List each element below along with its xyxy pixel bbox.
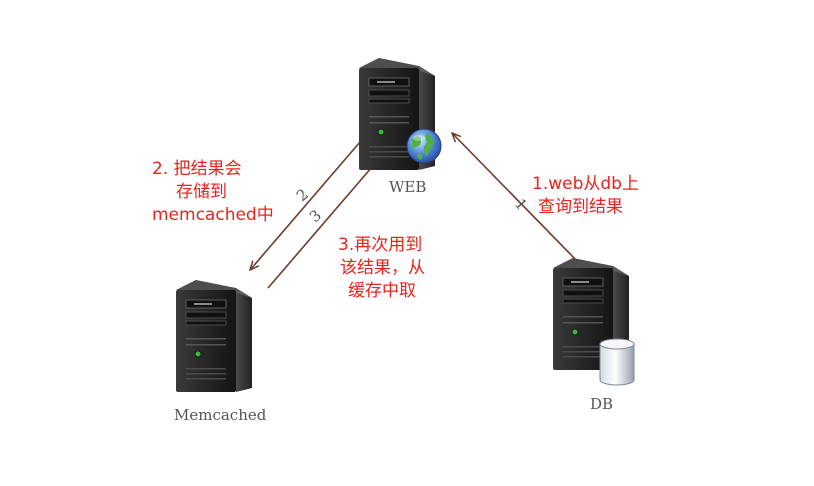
- memcached-label: Memcached: [174, 406, 267, 424]
- annotation-reuse: 3.再次用到 该结果，从 缓存中取: [338, 234, 425, 303]
- annotation-query: 1.web从db上 查询到结果: [532, 173, 639, 219]
- arrow-web-to-memcached: [250, 141, 361, 270]
- annotation-query-line2: 查询到结果: [538, 197, 623, 217]
- web-label: WEB: [389, 178, 427, 196]
- arrow-number-3: 3: [306, 206, 325, 226]
- database-icon: [599, 338, 635, 386]
- globe-icon: [406, 128, 442, 164]
- annotation-store-line2: 存储到: [176, 182, 227, 202]
- annotation-store-line1: 2. 把结果会: [152, 159, 242, 179]
- annotation-store: 2. 把结果会 存储到 memcached中: [152, 158, 274, 227]
- db-label: DB: [590, 395, 614, 413]
- annotation-reuse-line2: 该结果，从: [340, 258, 425, 278]
- annotation-reuse-line1: 3.再次用到: [338, 235, 423, 255]
- arrow-db-to-web: [452, 133, 581, 265]
- annotation-reuse-line3: 缓存中取: [348, 281, 416, 301]
- annotation-store-line3: memcached中: [152, 205, 274, 225]
- memcached-server-icon: [175, 279, 253, 393]
- annotation-query-line1: 1.web从db上: [532, 174, 639, 194]
- arrow-memcached-to-web: [267, 160, 378, 289]
